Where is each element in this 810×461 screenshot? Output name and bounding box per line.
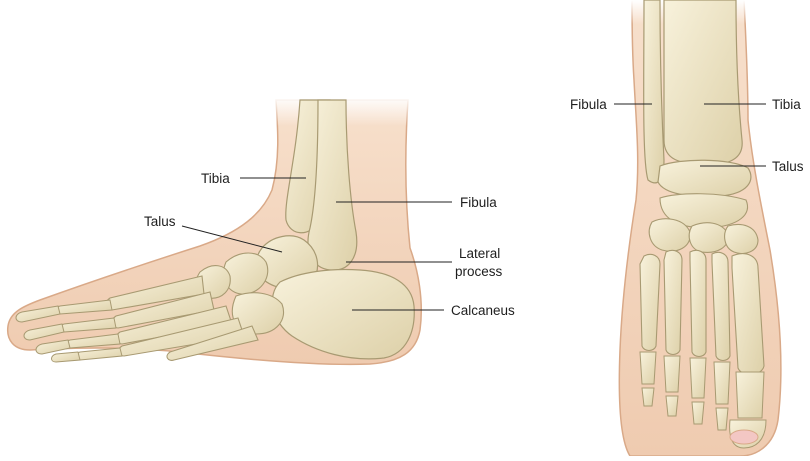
anterior-foot-view [614,0,781,456]
label-fibula-anterior: Fibula [570,97,607,113]
anterior-tibia-bone [664,0,742,164]
label-fibula-lateral: Fibula [460,195,497,211]
lateral-foot-view [8,96,452,364]
big-toenail [730,430,758,444]
label-talus-anterior: Talus [772,159,804,175]
label-lateral-process-line2: process [455,264,502,280]
label-tibia-lateral: Tibia [201,171,230,187]
label-lateral-process-line1: Lateral [459,246,500,262]
label-calcaneus: Calcaneus [451,303,515,319]
label-talus-lateral: Talus [144,214,176,230]
label-tibia-anterior: Tibia [772,97,801,113]
